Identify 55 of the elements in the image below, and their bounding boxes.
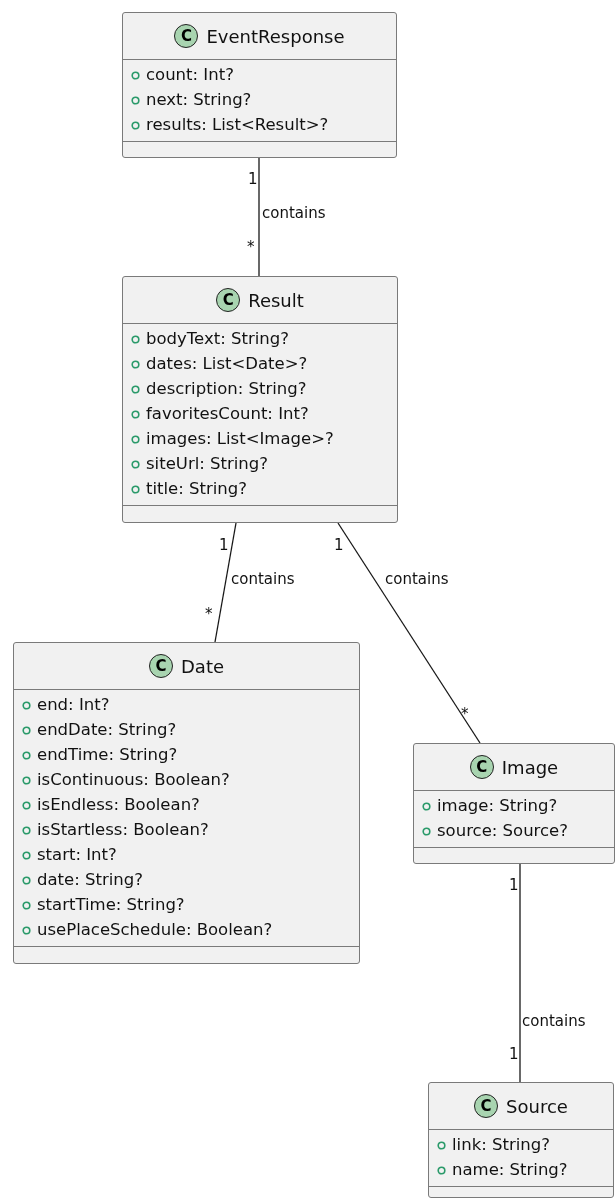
multiplicity-label: * [461, 707, 469, 722]
class-box [413, 743, 615, 864]
attribute-text: startTime: String? [37, 894, 185, 917]
association-line [214, 522, 237, 643]
edge-label: contains [262, 206, 326, 221]
attribute-text: next: String? [146, 89, 252, 112]
attribute-text: isContinuous: Boolean? [37, 769, 230, 792]
attribute-text: image: String? [437, 795, 558, 818]
attribute-text: isStartless: Boolean? [37, 819, 209, 842]
attribute-text: dates: List<Date>? [146, 353, 308, 376]
multiplicity-label: * [205, 607, 213, 622]
association-line [519, 863, 521, 1083]
class-name: EventResponse [206, 24, 345, 49]
attribute-text: siteUrl: String? [146, 453, 269, 476]
class-marker-icon: C [174, 24, 199, 48]
association-line [258, 157, 260, 277]
class-marker-icon: C [469, 755, 494, 779]
multiplicity-label: * [247, 240, 255, 255]
attribute-text: link: String? [452, 1134, 550, 1157]
multiplicity-label: 1 [509, 1047, 519, 1062]
attribute-text: endDate: String? [37, 719, 177, 742]
attribute-text: date: String? [37, 869, 143, 892]
edge-label: contains [231, 572, 295, 587]
attribute-text: end: Int? [37, 694, 110, 717]
attribute-text: usePlaceSchedule: Boolean? [37, 919, 273, 942]
attribute-text: title: String? [146, 478, 248, 501]
association-line [337, 522, 481, 744]
attribute-text: start: Int? [37, 844, 117, 867]
class-name: Result [248, 288, 304, 313]
attribute-text: name: String? [452, 1159, 568, 1182]
attribute-text: description: String? [146, 378, 307, 401]
class-name: Image [501, 755, 559, 780]
class-marker-icon: C [216, 288, 241, 312]
attribute-text: images: List<Image>? [146, 428, 334, 451]
attribute-text: bodyText: String? [146, 328, 289, 351]
class-box [122, 12, 397, 158]
multiplicity-label: 1 [219, 538, 229, 553]
attribute-text: count: Int? [146, 64, 234, 87]
attribute-text: favoritesCount: Int? [146, 403, 309, 426]
class-box [122, 276, 398, 523]
attribute-text: results: List<Result>? [146, 114, 329, 137]
class-name: Date [181, 654, 224, 679]
edge-label: contains [522, 1014, 586, 1029]
attribute-text: isEndless: Boolean? [37, 794, 200, 817]
multiplicity-label: 1 [509, 878, 519, 893]
class-marker-icon: C [474, 1094, 499, 1118]
class-box [428, 1082, 614, 1198]
attribute-text: endTime: String? [37, 744, 178, 767]
attribute-text: source: Source? [437, 820, 569, 843]
class-marker-icon: C [149, 654, 173, 678]
multiplicity-label: 1 [248, 172, 258, 187]
multiplicity-label: 1 [334, 538, 344, 553]
edge-label: contains [385, 572, 449, 587]
class-name: Source [506, 1094, 568, 1119]
class-box [13, 642, 360, 964]
